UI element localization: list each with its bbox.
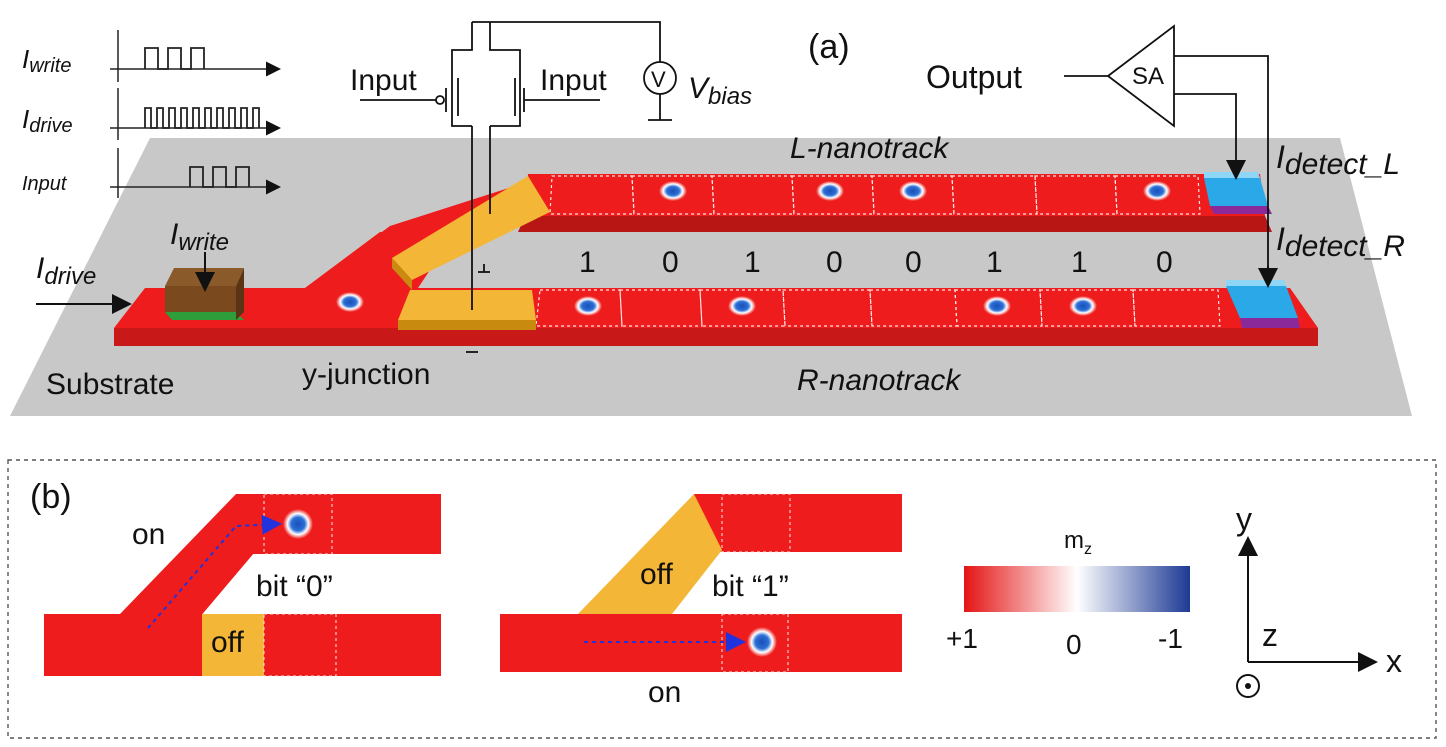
bit-value: 1 bbox=[1071, 246, 1088, 279]
colorbar-tick: +1 bbox=[946, 623, 978, 654]
bit-sequence: 1 0 1 0 0 1 1 0 bbox=[579, 246, 1173, 279]
skyrmion bbox=[1069, 296, 1097, 316]
axis-y-label: y bbox=[1236, 501, 1252, 537]
off-gate bbox=[578, 494, 722, 614]
input-left-label: Input bbox=[350, 64, 417, 97]
left-off-label: off bbox=[211, 626, 244, 659]
bit-value: 0 bbox=[662, 246, 679, 279]
l-nanotrack bbox=[518, 174, 1272, 232]
bit-value: 0 bbox=[905, 246, 922, 279]
right-on-label: on bbox=[648, 676, 681, 709]
r-nanotrack-label: R-nanotrack bbox=[797, 364, 962, 397]
colorbar-tick: 0 bbox=[1066, 629, 1082, 660]
axis-x-label: x bbox=[1386, 643, 1402, 679]
lower-gate bbox=[398, 290, 536, 330]
junction-bit1 bbox=[500, 493, 902, 673]
bit-value: 0 bbox=[1156, 246, 1173, 279]
transistor-circuit bbox=[360, 21, 677, 353]
left-bit-label: bit “0” bbox=[256, 570, 333, 603]
panel-b-frame bbox=[7, 459, 1437, 739]
l-nanotrack-label: L-nanotrack bbox=[790, 132, 950, 165]
skyrmion bbox=[816, 181, 844, 201]
right-bit-label: bit “1” bbox=[712, 570, 789, 603]
signal-waveforms bbox=[110, 30, 281, 198]
colorbar-tick: -1 bbox=[1158, 623, 1183, 654]
signal-idrive-label: Idrive bbox=[22, 104, 73, 137]
detector-r bbox=[1226, 280, 1300, 328]
bit-value: 1 bbox=[986, 246, 1003, 279]
panel-a-label: (a) bbox=[808, 28, 850, 66]
right-off-label: off bbox=[640, 558, 673, 591]
colorbar-gradient bbox=[964, 566, 1190, 612]
idrive-label: Idrive bbox=[36, 252, 96, 290]
skyrmion bbox=[574, 296, 602, 316]
bit-value: 1 bbox=[579, 246, 596, 279]
panel-b: (b) on bit “0” off off bit “1” on bbox=[7, 459, 1437, 739]
signal-input-label: Input bbox=[22, 173, 68, 195]
iwrite-label: Iwrite bbox=[170, 218, 229, 256]
panel-a: (a) Substrate Iwrite Idrive Input bbox=[10, 21, 1412, 416]
skyrmion bbox=[983, 296, 1011, 316]
motion-arrow bbox=[147, 514, 282, 629]
signal-iwrite-label: Iwrite bbox=[22, 44, 71, 77]
bit-value: 0 bbox=[826, 246, 843, 279]
left-on-label: on bbox=[132, 518, 165, 551]
colorbar-title: mz bbox=[1064, 527, 1092, 558]
voltmeter-symbol: V bbox=[651, 67, 666, 92]
skyrmion bbox=[747, 627, 777, 657]
bit-value: 1 bbox=[744, 246, 761, 279]
sense-amplifier bbox=[1064, 24, 1269, 278]
sense-amp-label: SA bbox=[1132, 63, 1164, 90]
skyrmion bbox=[728, 296, 756, 316]
skyrmion bbox=[659, 181, 687, 201]
skyrmion bbox=[899, 181, 927, 201]
upper-gate bbox=[392, 176, 550, 290]
axis-z-label: z bbox=[1262, 617, 1278, 653]
idetect-l-label: Idetect_L bbox=[1276, 139, 1400, 181]
skyrmion bbox=[1143, 181, 1171, 201]
idetect-r-label: Idetect_R bbox=[1276, 221, 1405, 263]
y-junction-label: y-junction bbox=[302, 358, 430, 391]
coordinate-axes: y z x bbox=[1236, 501, 1402, 698]
junction-bit0 bbox=[44, 493, 441, 677]
skyrmion bbox=[283, 509, 313, 539]
skyrmion bbox=[336, 292, 364, 312]
output-label: Output bbox=[926, 59, 1022, 95]
panel-b-label: (b) bbox=[30, 478, 72, 516]
substrate-label: Substrate bbox=[46, 368, 174, 401]
input-right-label: Input bbox=[540, 64, 607, 97]
vbias-label: Vbias bbox=[688, 72, 752, 110]
colorbar: mz +1 0 -1 bbox=[946, 527, 1190, 660]
off-gate bbox=[202, 614, 264, 676]
